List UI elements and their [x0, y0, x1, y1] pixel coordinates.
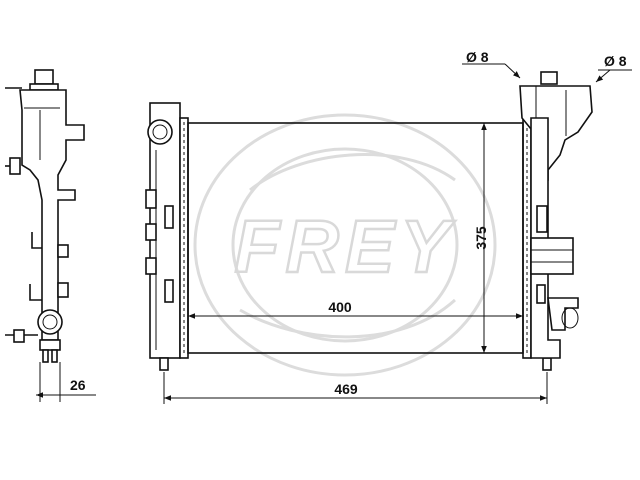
- pipe-diameter-label-left: Ø 8: [466, 49, 489, 65]
- radiator-side-view: 26: [5, 69, 96, 402]
- side-tank: [19, 89, 85, 341]
- overall-width-dim-label: 469: [334, 381, 358, 397]
- radiator-front-view: Ø 8 Ø 8 375 400 469: [145, 49, 632, 404]
- side-outlet-ring: [37, 309, 63, 335]
- core-height-dim-label: 375: [473, 226, 489, 250]
- watermark-swoosh-top: [249, 153, 456, 192]
- frey-watermark: FREY: [193, 113, 497, 377]
- watermark-ring-inner: [231, 147, 459, 343]
- radiator-core: [187, 122, 524, 354]
- pipe-diameter-label-right: Ø 8: [604, 53, 627, 69]
- watermark-ring-outer: [193, 113, 497, 377]
- thickness-dim-label: 26: [70, 377, 86, 393]
- right-filler-cap: [540, 71, 558, 85]
- side-cap: [34, 69, 54, 85]
- watermark-brand-text: FREY: [234, 205, 455, 288]
- core-width-dim-label: 400: [328, 299, 352, 315]
- left-inlet-ring: [147, 119, 173, 145]
